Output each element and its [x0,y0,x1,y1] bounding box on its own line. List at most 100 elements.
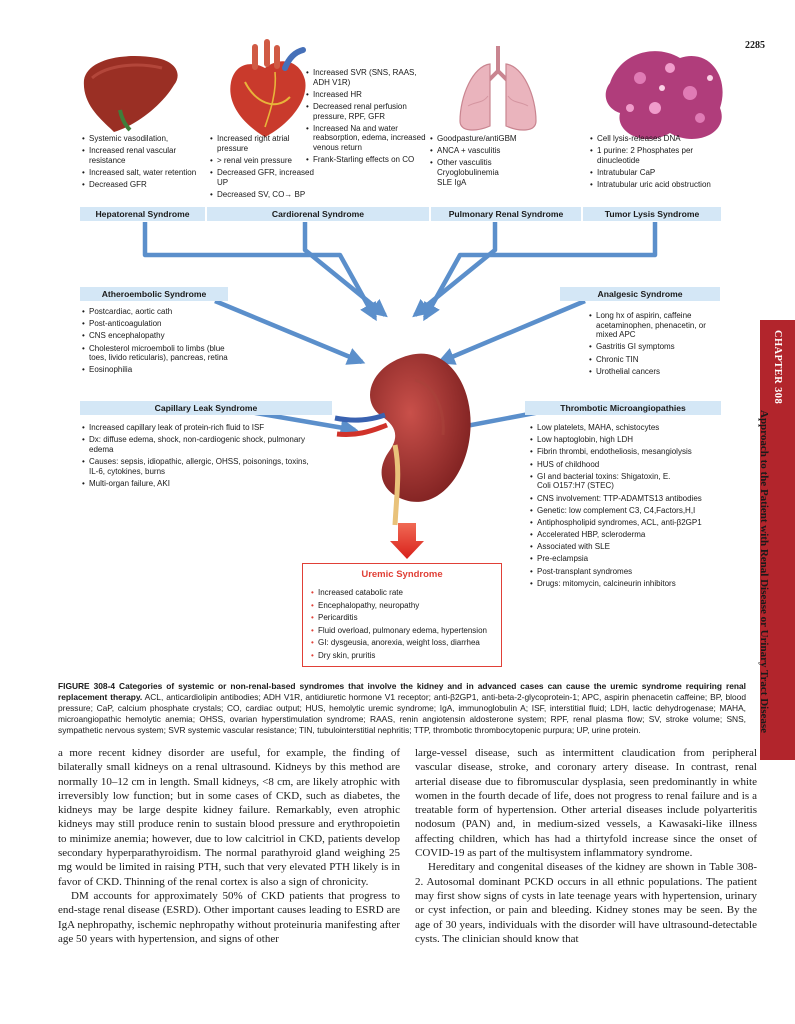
arrow-hepatorenal [142,222,377,322]
list-item: Dry skin, pruritis [311,651,487,661]
list-item: Decreased SV, CO→ BP [210,190,315,200]
figure-caption: FIGURE 308-4 Categories of systemic or n… [58,681,746,736]
lungs-icon [459,46,537,131]
cardiorenal-list-right: Increased SVR (SNS, RAAS, ADH V1R) Incre… [306,68,431,167]
list-item: Long hx of aspirin, caffeine acetaminoph… [589,311,724,340]
uremic-syndrome-box: Uremic Syndrome Increased catabolic rate… [302,563,502,667]
list-item: GI: dysgeusia, anorexia, weight loss, di… [311,638,487,648]
list-item: Causes: sepsis, idiopathic, allergic, OH… [82,457,312,476]
list-item: Increased Na and water reabsorption, ede… [306,124,431,153]
arrow-capillary [249,409,359,437]
hepatorenal-list: Systemic vasodilation, Increased renal v… [82,134,197,192]
tumor-lysis-header: Tumor Lysis Syndrome [583,207,721,221]
list-item: Gastritis GI symptoms [589,342,724,352]
list-item: Intratubular CaP [590,168,718,178]
body-column-right: large-vessel disease, such as intermitte… [415,746,757,946]
flow-arrows [142,222,658,437]
thrombotic-header: Thrombotic Microangiopathies [525,401,721,415]
paragraph: Hereditary and congenital diseases of th… [415,861,757,945]
list-item: ANCA + vasculitis [430,146,550,156]
thrombotic-list: Low platelets, MAHA, schistocytes Low ha… [530,423,740,591]
chapter-label: CHAPTER 308 [772,330,783,405]
page-number: 2285 [745,40,765,51]
list-item: CNS encephalopathy [82,331,282,341]
arrow-down-icon [390,523,424,559]
paragraph: a more recent kidney disorder are useful… [58,747,400,888]
list-item: Dx: diffuse edema, shock, non-cardiogeni… [82,435,312,454]
caption-text: ACL, anticardiolipin antibodies; ADH V1R… [58,691,746,735]
list-item: Post-anticoagulation [82,319,282,329]
cardiorenal-header: Cardiorenal Syndrome [207,207,429,221]
list-item: Pericarditis [311,613,487,623]
list-item: CNS involvement: TTP-ADAMTS13 antibodies [530,494,740,504]
list-item: Intratubular uric acid obstruction [590,180,718,190]
list-item: Post-transplant syndromes [530,567,740,577]
capillary-leak-header: Capillary Leak Syndrome [80,401,332,415]
list-item: Low haptoglobin, high LDH [530,435,740,445]
atheroembolic-header: Atheroembolic Syndrome [80,287,228,301]
list-item: Increased SVR (SNS, RAAS, ADH V1R) [306,68,431,87]
list-item: Accelerated HBP, scleroderma [530,530,740,540]
uremic-title: Uremic Syndrome [361,569,443,580]
list-item: Low platelets, MAHA, schistocytes [530,423,740,433]
list-item: 1 purine: 2 Phosphates per dinucleotide [590,146,718,165]
hepatorenal-header: Hepatorenal Syndrome [80,207,205,221]
analgesic-list: Long hx of aspirin, caffeine acetaminoph… [589,311,724,379]
body-column-left: a more recent kidney disorder are useful… [58,746,400,946]
caption-bold: Categories of systemic or non-renal-base… [58,681,747,702]
pulmonary-list: Goodpasture/antiGBM ANCA + vasculitis Ot… [430,134,550,190]
cells-icon [605,51,723,140]
list-item: Associated with SLE [530,542,740,552]
paragraph: DM accounts for approximately 50% of CKD… [58,889,400,945]
list-item: Increased catabolic rate [311,588,487,598]
list-item: Goodpasture/antiGBM [430,134,550,144]
caption-label: FIGURE 308-4 [58,681,116,691]
arrow-tumor [423,222,658,322]
list-item: Multi-organ failure, AKI [82,479,312,489]
tumor-lysis-list: Cell lysis-releases DNA 1 purine: 2 Phos… [590,134,718,192]
figure-diagram [83,39,723,559]
list-item: Frank-Starling effects on CO [306,155,431,165]
list-item: Urothelial cancers [589,367,724,377]
capillary-leak-list: Increased capillary leak of protein-rich… [82,423,312,491]
list-item: Increased salt, water retention [82,168,197,178]
list-item: Other vasculitis Cryoglobulinemia SLE Ig… [430,158,508,187]
list-item: Drugs: mitomycin, calcineurin inhibitors [530,579,740,589]
arrow-cardiorenal [302,222,388,318]
list-item: Antiphospholipid syndromes, ACL, anti-β2… [530,518,740,528]
list-item: Postcardiac, aortic cath [82,307,282,317]
list-item: Encephalopathy, neuropathy [311,601,487,611]
list-item: Pre-eclampsia [530,554,740,564]
list-item: Cell lysis-releases DNA [590,134,718,144]
list-item: Systemic vasodilation, [82,134,197,144]
list-item: Decreased renal perfusion pressure, RPF,… [306,102,431,121]
list-item: > renal vein pressure [210,156,315,166]
list-item: Fibrin thrombi, endotheliosis, mesangiol… [530,447,740,457]
pulmonary-renal-header: Pulmonary Renal Syndrome [431,207,581,221]
list-item: Fluid overload, pulmonary edema, hyperte… [311,626,487,636]
list-item: Chronic TIN [589,355,724,365]
list-item: Eosinophilia [82,365,282,375]
chapter-title: Approach to the Patient with Renal Disea… [758,410,770,734]
chapter-tab [760,320,795,760]
analgesic-header: Analgesic Syndrome [560,287,720,301]
list-item: Increased HR [306,90,431,100]
arrow-analgesic [436,298,586,365]
list-item: Decreased GFR [82,180,197,190]
list-item: Cholesterol microemboli to limbs (blue t… [82,344,242,363]
paragraph: large-vessel disease, such as intermitte… [415,747,757,860]
list-item: HUS of childhood [530,460,740,470]
list-item: Increased renal vascular resistance [82,146,197,165]
list-item: Increased capillary leak of protein-rich… [82,423,312,433]
uremic-list: Increased catabolic rate Encephalopathy,… [311,588,487,664]
kidney-icon [334,353,471,526]
list-item: Increased right atrial pressure [210,134,315,153]
liver-icon [83,56,178,132]
list-item: GI and bacterial toxins: Shigatoxin, E. … [530,472,680,491]
cardiorenal-list-left: Increased right atrial pressure > renal … [210,134,315,202]
list-item: Decreased GFR, increased UP [210,168,315,187]
atheroembolic-list: Postcardiac, aortic cath Post-anticoagul… [82,307,282,378]
heart-icon [230,39,306,137]
arrow-pulmonary [412,222,498,318]
list-item: Genetic: low complement C3, C4,Factors,H… [530,506,740,516]
